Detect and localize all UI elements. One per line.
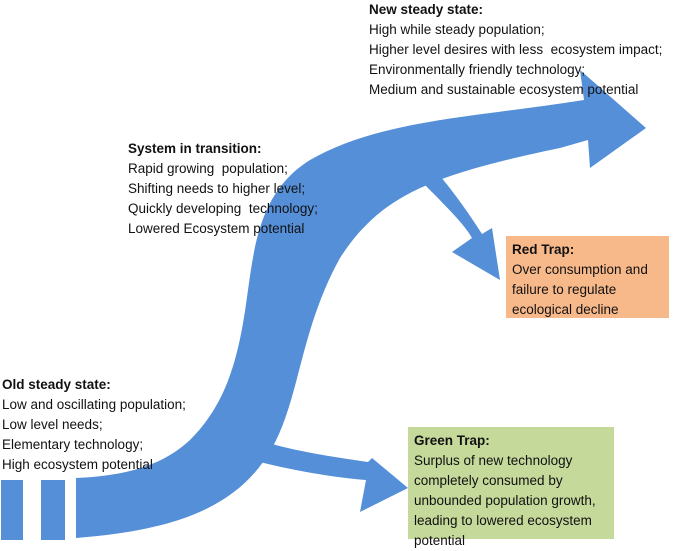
transition-line-2: Shifting needs to higher level; [128, 181, 306, 196]
new-steady-state-label: New steady state: High while steady popu… [369, 0, 662, 100]
old-steady-state-heading: Old steady state: [2, 377, 111, 392]
system-in-transition-label: System in transition: Rapid growing popu… [128, 139, 318, 239]
red-trap-line-2: failure to regulate [512, 282, 617, 297]
tail-block-2 [41, 480, 65, 540]
old-steady-state-line-1: Low and oscillating population; [2, 397, 186, 412]
transition-line-1: Rapid growing population; [128, 161, 288, 176]
red-trap-box: Red Trap: Over consumption and failure t… [506, 236, 669, 318]
new-steady-state-heading: New steady state: [369, 2, 484, 17]
old-steady-state-line-2: Low level needs; [2, 417, 103, 432]
transition-line-3: Quickly developing technology; [128, 201, 318, 216]
new-steady-state-line-1: High while steady population; [369, 22, 545, 37]
tail-block-1 [1, 480, 23, 540]
green-trap-line-3: unbounded population growth, [414, 493, 596, 508]
red-trap-branch-arrow [415, 175, 500, 280]
new-steady-state-line-3: Environmentally friendly technology; [369, 62, 586, 77]
green-trap-heading: Green Trap: [414, 433, 490, 448]
new-steady-state-line-2: Higher level desires with less ecosystem… [369, 42, 663, 57]
green-trap-branch-arrow [260, 444, 408, 512]
transition-heading: System in transition: [128, 141, 262, 156]
old-steady-state-line-4: High ecosystem potential [2, 457, 153, 472]
green-trap-line-5: potential [414, 533, 466, 548]
transition-line-4: Lowered Ecosystem potential [128, 221, 305, 236]
new-steady-state-line-4: Medium and sustainable ecosystem potenti… [369, 82, 639, 97]
green-trap-line-2: completely consumed by [414, 473, 563, 488]
old-steady-state-label: Old steady state: Low and oscillating po… [2, 375, 186, 475]
red-trap-line-1: Over consumption and [512, 262, 648, 277]
red-trap-line-3: ecological decline [512, 302, 619, 317]
green-trap-line-4: leading to lowered ecosystem [414, 513, 592, 528]
green-trap-box: Green Trap: Surplus of new technology co… [408, 427, 614, 548]
green-trap-line-1: Surplus of new technology [414, 453, 573, 468]
red-trap-heading: Red Trap: [512, 242, 575, 257]
main-transition-arrow [76, 70, 646, 538]
old-steady-state-line-3: Elementary technology; [2, 437, 144, 452]
